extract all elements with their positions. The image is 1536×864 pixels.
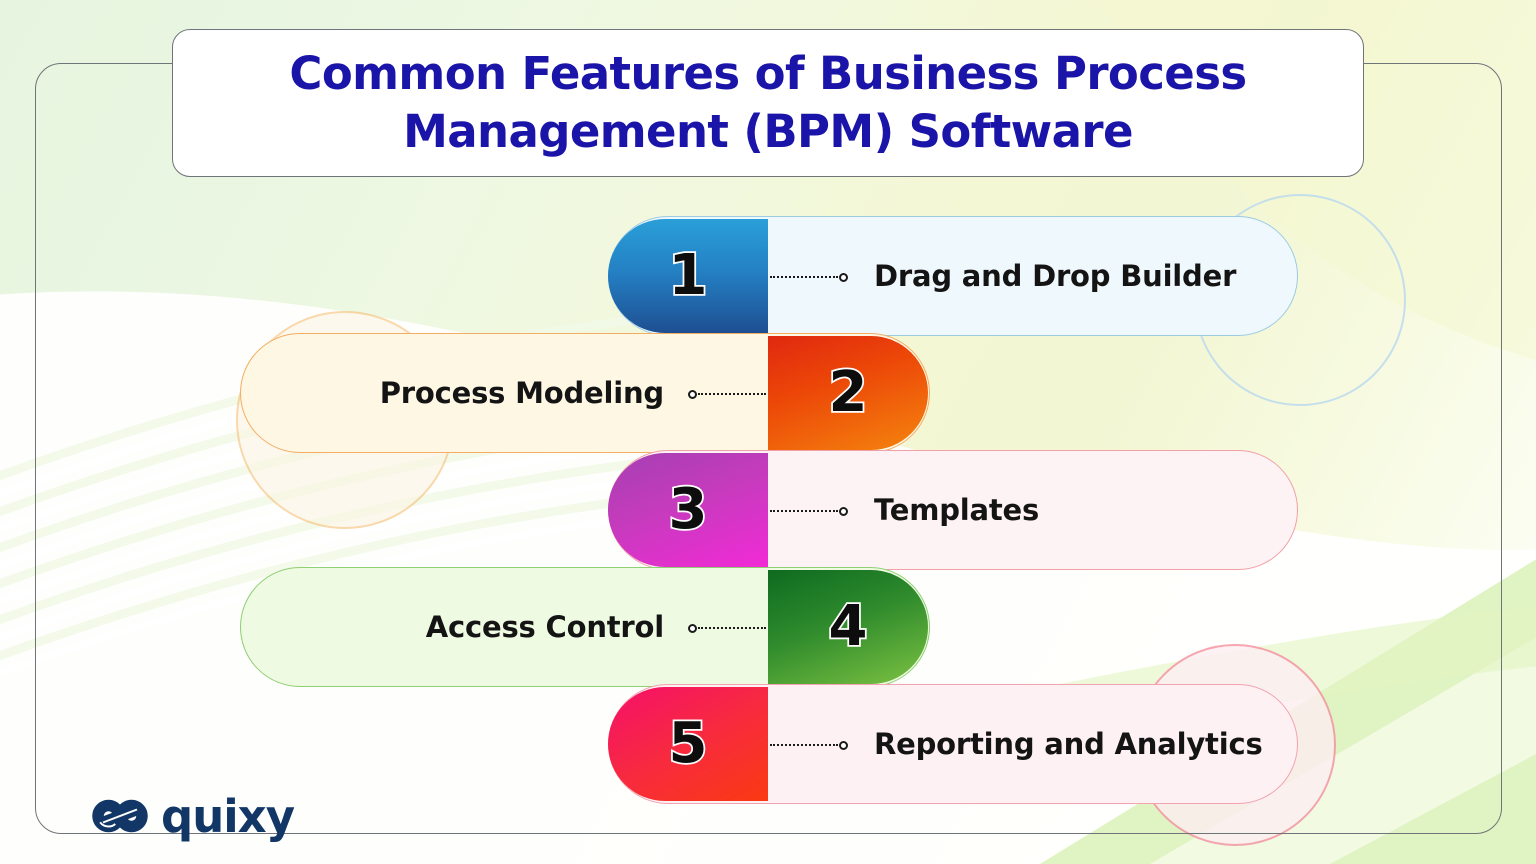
feature-number-1: 1 bbox=[667, 243, 709, 308]
feature-number-badge-1: 1 bbox=[608, 219, 768, 333]
feature-connector-3 bbox=[770, 506, 848, 516]
connector-dotted-line bbox=[698, 393, 766, 395]
feature-connector-2 bbox=[688, 389, 766, 399]
connector-dotted-line bbox=[770, 276, 838, 278]
feature-label-1: Drag and Drop Builder bbox=[874, 259, 1237, 293]
feature-number-badge-5: 5 bbox=[608, 687, 768, 801]
quixy-logo[interactable]: quixy bbox=[92, 789, 295, 843]
page-title: Common Features of Business Process Mana… bbox=[289, 47, 1247, 158]
quixy-wordmark: quixy bbox=[161, 789, 295, 843]
connector-endpoint-dot-icon bbox=[688, 389, 697, 399]
feature-label-2: Process Modeling bbox=[379, 376, 664, 410]
feature-row-2[interactable]: Process Modeling 2 bbox=[0, 333, 1536, 453]
feature-row-4[interactable]: Access Control 4 bbox=[0, 567, 1536, 687]
feature-number-2: 2 bbox=[827, 360, 869, 425]
feature-number-badge-2: 2 bbox=[768, 336, 928, 450]
feature-number-5: 5 bbox=[667, 711, 709, 776]
feature-label-4: Access Control bbox=[425, 610, 664, 644]
connector-endpoint-dot-icon bbox=[839, 506, 848, 516]
feature-row-3[interactable]: Templates 3 bbox=[0, 450, 1536, 570]
connector-dotted-line bbox=[770, 744, 838, 746]
feature-connector-4 bbox=[688, 623, 766, 633]
feature-number-badge-4: 4 bbox=[768, 570, 928, 684]
title-card: Common Features of Business Process Mana… bbox=[172, 29, 1364, 177]
feature-number-badge-3: 3 bbox=[608, 453, 768, 567]
connector-dotted-line bbox=[770, 510, 838, 512]
feature-label-5: Reporting and Analytics bbox=[874, 727, 1263, 761]
feature-row-5[interactable]: Reporting and Analytics 5 bbox=[0, 684, 1536, 804]
quixy-infinity-knot-icon bbox=[92, 799, 148, 833]
feature-number-3: 3 bbox=[667, 477, 709, 542]
connector-dotted-line bbox=[698, 627, 766, 629]
feature-label-3: Templates bbox=[874, 493, 1040, 527]
connector-endpoint-dot-icon bbox=[688, 623, 697, 633]
feature-row-1[interactable]: Drag and Drop Builder 1 bbox=[0, 216, 1536, 336]
feature-number-4: 4 bbox=[827, 594, 869, 659]
feature-connector-5 bbox=[770, 740, 848, 750]
connector-endpoint-dot-icon bbox=[839, 740, 848, 750]
feature-connector-1 bbox=[770, 272, 848, 282]
connector-endpoint-dot-icon bbox=[839, 272, 848, 282]
